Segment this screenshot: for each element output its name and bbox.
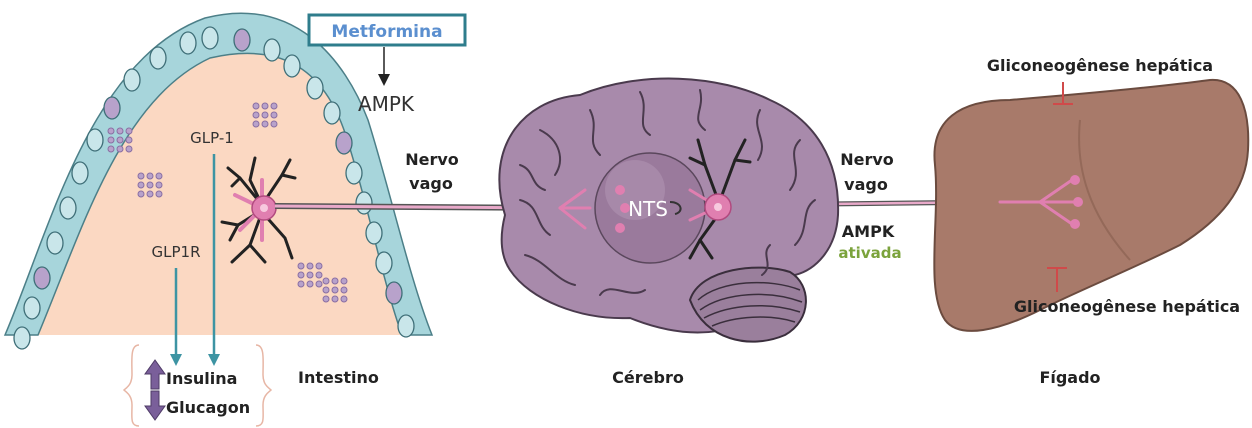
granule — [332, 287, 338, 293]
granule — [262, 103, 268, 109]
granule — [147, 191, 153, 197]
glucagon-label: Glucagon — [166, 398, 250, 417]
granule — [253, 121, 259, 127]
granule — [108, 146, 114, 152]
granule — [307, 263, 313, 269]
liver — [934, 80, 1248, 331]
granule — [126, 128, 132, 134]
epithelial-cell — [180, 32, 196, 54]
epithelial-cell — [398, 315, 414, 337]
granule — [298, 263, 304, 269]
metformina-arrow — [378, 47, 390, 86]
granule — [316, 281, 322, 287]
granule — [117, 128, 123, 134]
granule — [341, 287, 347, 293]
goblet-cell — [336, 132, 352, 154]
nervo-right-label: Nervo — [840, 150, 894, 169]
goblet-cell — [104, 97, 120, 119]
epithelial-cell — [60, 197, 76, 219]
granule — [253, 112, 259, 118]
granule — [271, 121, 277, 127]
epithelial-cell — [284, 55, 300, 77]
epithelial-cell — [150, 47, 166, 69]
intestine-villus — [5, 13, 432, 349]
granule — [316, 263, 322, 269]
epithelial-cell — [376, 252, 392, 274]
glico-top-label: Gliconeogênese hepática — [987, 56, 1213, 75]
nervo-left-label: Nervo — [405, 150, 459, 169]
epithelial-cell — [202, 27, 218, 49]
granule — [138, 173, 144, 179]
cerebro-label: Cérebro — [612, 368, 684, 387]
granule — [138, 191, 144, 197]
goblet-cell — [234, 29, 250, 51]
ampk-gut-label: AMPK — [358, 92, 415, 116]
vago-left-label: vago — [409, 174, 453, 193]
ativada-label: ativada — [838, 244, 901, 262]
granule — [341, 278, 347, 284]
epithelial-cell — [47, 232, 63, 254]
granule — [147, 182, 153, 188]
metformina-label: Metformina — [331, 22, 442, 42]
epithelial-cell — [366, 222, 382, 244]
glico-bottom-label: Gliconeogênese hepática — [1014, 297, 1240, 316]
insulina-label: Insulina — [166, 369, 237, 388]
epithelial-cell — [124, 69, 140, 91]
vago-right-label: vago — [844, 175, 888, 194]
granule — [323, 278, 329, 284]
granule — [323, 296, 329, 302]
granule — [307, 281, 313, 287]
arrow-down-icon — [145, 391, 165, 420]
brain — [499, 79, 838, 342]
epithelial-cell — [324, 102, 340, 124]
granule — [108, 128, 114, 134]
glp1-label: GLP-1 — [190, 129, 234, 147]
granule — [126, 146, 132, 152]
granule — [117, 146, 123, 152]
goblet-cell — [34, 267, 50, 289]
intestino-label: Intestino — [298, 368, 379, 387]
granule — [307, 272, 313, 278]
nts-label: NTS — [628, 197, 668, 221]
epithelial-cell — [356, 192, 372, 214]
granule — [262, 121, 268, 127]
epithelial-cell — [346, 162, 362, 184]
ampk-right-label: AMPK — [842, 222, 895, 241]
granule — [156, 173, 162, 179]
goblet-cell — [386, 282, 402, 304]
granule — [156, 182, 162, 188]
epithelial-cell — [264, 39, 280, 61]
epithelial-cell — [14, 327, 30, 349]
granule — [332, 278, 338, 284]
granule — [138, 182, 144, 188]
arrow-up-icon — [145, 360, 165, 389]
granule — [316, 272, 322, 278]
liver-body — [934, 80, 1248, 331]
granule — [108, 137, 114, 143]
epithelial-cell — [24, 297, 40, 319]
epithelial-cell — [307, 77, 323, 99]
granule — [323, 287, 329, 293]
granule — [271, 112, 277, 118]
granule — [298, 272, 304, 278]
granule — [262, 112, 268, 118]
epithelial-cell — [72, 162, 88, 184]
granule — [271, 103, 277, 109]
epithelial-cell — [87, 129, 103, 151]
granule — [332, 296, 338, 302]
granule — [126, 137, 132, 143]
figado-label: Fígado — [1039, 368, 1100, 387]
granule — [117, 137, 123, 143]
granule — [147, 173, 153, 179]
glp1r-label: GLP1R — [152, 243, 201, 261]
granule — [298, 281, 304, 287]
granule — [253, 103, 259, 109]
granule — [341, 296, 347, 302]
granule — [156, 191, 162, 197]
